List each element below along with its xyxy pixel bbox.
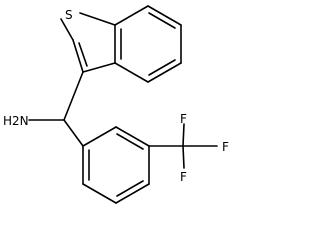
bond-c7a-c7 [114, 5, 149, 26]
bond-ph-c2-c3 [115, 126, 150, 147]
sulfur-atom-label: S [65, 8, 73, 22]
bond-ph-c1-c2 [82, 126, 117, 147]
bond-ch-aryl [63, 119, 84, 147]
fluorine-top-label: F [180, 112, 187, 126]
fluorine-right-label: F [222, 140, 229, 154]
bond-c3-c3a [82, 62, 116, 73]
bond-ph-c4-c5-inner [116, 180, 144, 197]
bond-c4-c3a [114, 62, 149, 83]
bond-s-c2 [60, 18, 74, 41]
bond-ph-c4-c5 [115, 183, 150, 204]
chemical-structure: S H2N F F F [3, 5, 229, 204]
bond-c2-c3 [72, 39, 84, 73]
bonds [28, 5, 218, 204]
bond-c7-c6 [147, 5, 182, 26]
amine-group-label: H2N [3, 114, 29, 128]
atom-labels: S H2N F F F [3, 8, 229, 184]
bond-c5-c4-inner [148, 59, 176, 76]
bond-c-f-bottom [182, 145, 185, 169]
bond-c-f-top [182, 123, 185, 147]
bond-ph-c2-c3-inner [116, 133, 144, 150]
bond-c7-c6-inner [148, 12, 176, 29]
bond-c3-ch [63, 71, 84, 121]
bond-c5-c4 [147, 62, 182, 83]
bond-ph-c5-c6 [82, 183, 117, 204]
fluorine-bottom-label: F [180, 170, 187, 184]
bond-c7a-s [79, 12, 116, 26]
bond-c2-c3-inner [78, 42, 88, 67]
